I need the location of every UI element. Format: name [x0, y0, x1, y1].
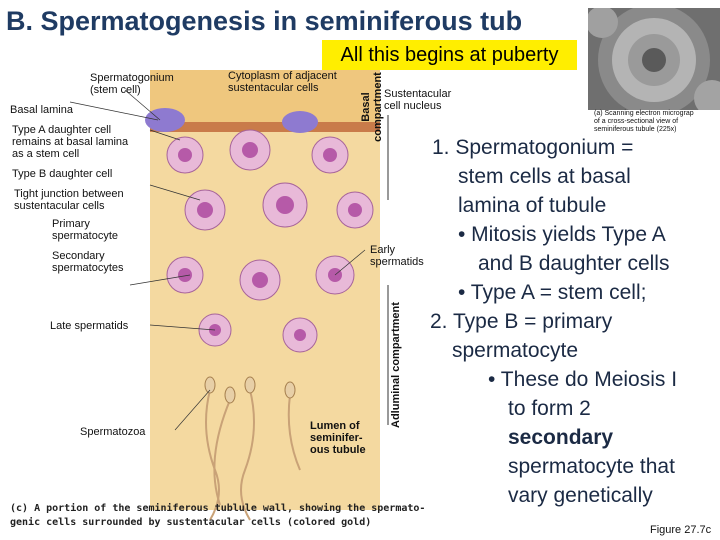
label-type-a: Type A daughter cell remains at basal la… [12, 124, 128, 160]
slide-title: B. Spermatogenesis in seminiferous tub [6, 6, 522, 37]
figure-caption: (c) A portion of the seminiferous tublul… [10, 502, 480, 530]
label-sustentacular-nucleus: Sustentacular cell nucleus [384, 88, 451, 112]
note-line-2: stem cells at basal [458, 162, 631, 191]
label-adluminal-compartment: Adluminal compartment [390, 302, 402, 428]
note-line-6: • Type A = stem cell; [458, 278, 646, 307]
label-lumen: Lumen of seminifer- ous tubule [310, 420, 366, 456]
note-line-7: 2. Type B = primary [430, 307, 612, 336]
note-line-12: spermatocyte that [508, 452, 675, 481]
note-line-3: lamina of tubule [458, 191, 606, 220]
note-line-10: to form 2 [508, 394, 591, 423]
note-line-8: spermatocyte [452, 336, 578, 365]
label-spermatogonium: Spermatogonium (stem cell) [90, 72, 174, 96]
label-basal-compartment: Basal compartment [360, 62, 384, 152]
label-early-spermatids: Early spermatids [370, 244, 424, 268]
label-basal-lamina: Basal lamina [10, 104, 73, 116]
micrograph-caption: (a) Scanning electron micrograp of a cro… [594, 110, 720, 134]
label-type-b: Type B daughter cell [12, 168, 112, 180]
note-line-5: and B daughter cells [478, 249, 669, 278]
label-tight-junction: Tight junction between sustentacular cel… [14, 188, 124, 212]
note-line-11: secondary [508, 423, 613, 452]
label-late-spermatids: Late spermatids [50, 320, 128, 332]
note-line-13: vary genetically [508, 481, 653, 510]
note-line-4: • Mitosis yields Type A [458, 220, 666, 249]
label-secondary-spermatocytes: Secondary spermatocytes [52, 250, 124, 274]
spermatogenesis-diagram: Spermatogonium (stem cell) Basal lamina … [0, 60, 420, 530]
label-cytoplasm: Cytoplasm of adjacent sustentacular cell… [228, 70, 337, 94]
note-line-9: • These do Meiosis I [488, 365, 677, 394]
label-spermatozoa: Spermatozoa [80, 426, 145, 438]
sem-micrograph [588, 8, 720, 110]
label-primary-spermatocyte: Primary spermatocyte [52, 218, 118, 242]
figure-reference: Figure 27.7c [650, 524, 711, 536]
note-line-1: 1. Spermatogonium = [432, 133, 633, 162]
